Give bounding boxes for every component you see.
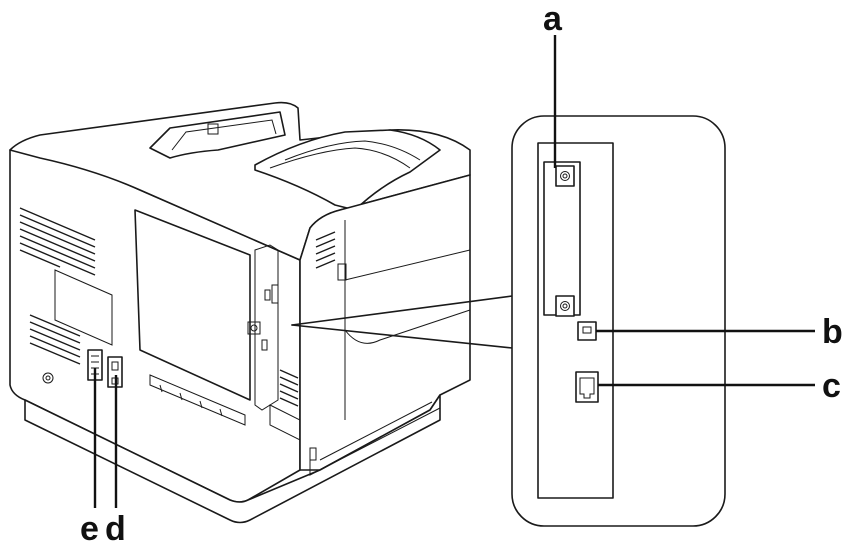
callout-a: a [543, 0, 563, 38]
callout-c: c [822, 367, 841, 405]
output-tray [149, 111, 286, 159]
printer-illustration [9, 101, 471, 524]
interface-card-slot [543, 161, 581, 316]
callout-leaders [93, 35, 815, 508]
rear-vent [279, 231, 336, 407]
slot-screw-top [555, 165, 575, 187]
callout-d: d [105, 510, 126, 548]
interface-inset [511, 115, 726, 527]
left-vent [19, 207, 96, 365]
zoom-projection [291, 295, 513, 349]
paper-support [254, 129, 441, 211]
printer-rear-face [299, 174, 471, 471]
callout-e: e [80, 510, 99, 548]
rating-label [54, 269, 113, 346]
slot-screw-bottom [555, 295, 575, 317]
callout-b: b [822, 313, 843, 351]
printer-base [24, 394, 441, 524]
usb-port[interactable] [577, 321, 597, 341]
rear-cover [134, 209, 251, 401]
